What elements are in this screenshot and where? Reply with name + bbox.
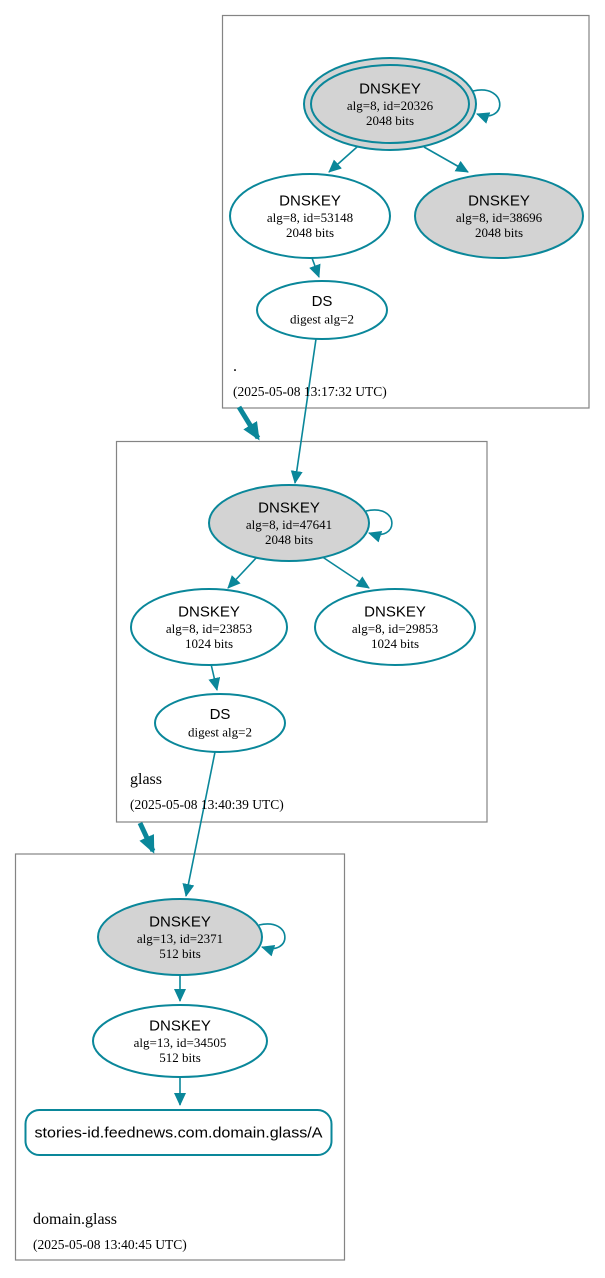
root-zsk-detail: alg=8, id=53148 [267, 210, 353, 225]
root-dnskey-38696-bits: 2048 bits [475, 225, 523, 240]
root-ksk-inner-ellipse [310, 64, 470, 144]
root-dnskey-38696-node[interactable]: DNSKEY alg=8, id=38696 2048 bits [414, 173, 584, 259]
glass-ksk-detail: alg=8, id=47641 [246, 517, 332, 532]
domain-glass-zsk-bits: 512 bits [159, 1050, 201, 1065]
root-ksk-outer-ellipse [303, 57, 477, 151]
rrset-node[interactable]: stories-id.feednews.com.domain.glass/A [24, 1109, 333, 1156]
glass-zsk-bits: 1024 bits [185, 636, 233, 651]
rrset-label: stories-id.feednews.com.domain.glass/A [35, 1126, 323, 1142]
glass-dnskey-29853-detail: alg=8, id=29853 [352, 621, 438, 636]
root-zsk-title: DNSKEY [279, 193, 341, 210]
zone-name-root: . [233, 358, 237, 375]
domain-glass-ksk-detail: alg=13, id=2371 [137, 931, 223, 946]
zone-box-root [221, 14, 590, 409]
glass-ksk-title: DNSKEY [258, 500, 320, 517]
edge-glass-ksk-to-key2 [320, 555, 370, 589]
domain-glass-zsk-dnskey-node[interactable]: DNSKEY alg=13, id=34505 512 bits [92, 1004, 268, 1078]
zone-timestamp-glass: (2025-05-08 13:40:39 UTC) [130, 797, 284, 812]
glass-ksk-bits: 2048 bits [265, 532, 313, 547]
zone-box-domain-glass [14, 853, 346, 1261]
glass-ds-node[interactable]: DS digest alg=2 [154, 693, 286, 753]
edge-glass-zsk-to-ds [208, 663, 221, 691]
edge-glass-ksk-to-zsk [227, 555, 259, 589]
glass-zsk-dnskey-node[interactable]: DNSKEY alg=8, id=23853 1024 bits [130, 588, 288, 666]
domain-glass-ksk-ellipse [97, 898, 263, 976]
root-ds-node[interactable]: DS digest alg=2 [256, 280, 388, 340]
edge-glass-to-domain-delegation [137, 821, 156, 854]
edge-root-ds-to-glass-ksk [290, 338, 317, 484]
glass-ds-title: DS [210, 706, 231, 723]
zone-timestamp-domain-glass: (2025-05-08 13:40:45 UTC) [33, 1237, 187, 1252]
domain-glass-ksk-dnskey-node[interactable]: DNSKEY alg=13, id=2371 512 bits [97, 898, 263, 976]
glass-dnskey-29853-node[interactable]: DNSKEY alg=8, id=29853 1024 bits [314, 588, 476, 666]
edge-root-ksk-to-zsk [328, 146, 358, 173]
root-ds-detail: digest alg=2 [290, 312, 354, 327]
edge-glass-ksk-self-loop [365, 509, 393, 543]
rrset-rect [24, 1109, 333, 1156]
edge-root-ksk-self-loop [472, 89, 501, 124]
glass-dnskey-29853-ellipse [314, 588, 476, 666]
root-ksk-bits: 2048 bits [366, 113, 414, 128]
domain-glass-zsk-title: DNSKEY [149, 1018, 211, 1035]
domain-glass-ksk-bits: 512 bits [159, 946, 201, 961]
domain-glass-zsk-ellipse [92, 1004, 268, 1078]
root-ds-title: DS [312, 293, 333, 310]
glass-zsk-title: DNSKEY [178, 604, 240, 621]
zone-name-glass: glass [130, 771, 162, 788]
glass-dnskey-29853-bits: 1024 bits [371, 636, 419, 651]
root-zsk-dnskey-node[interactable]: DNSKEY alg=8, id=53148 2048 bits [229, 173, 391, 259]
edge-root-ksk-to-key2 [423, 146, 469, 173]
root-dnskey-38696-ellipse [414, 173, 584, 259]
glass-ds-ellipse [154, 693, 286, 753]
root-ksk-detail: alg=8, id=20326 [347, 98, 434, 113]
root-zsk-ellipse [229, 173, 391, 259]
root-ksk-dnskey-node[interactable]: DNSKEY alg=8, id=20326 2048 bits [303, 57, 477, 151]
domain-glass-zsk-detail: alg=13, id=34505 [134, 1035, 227, 1050]
glass-dnskey-29853-title: DNSKEY [364, 604, 426, 621]
glass-ds-detail: digest alg=2 [188, 725, 252, 740]
glass-ksk-ellipse [208, 484, 370, 562]
edge-root-to-glass-delegation [236, 405, 261, 441]
root-ksk-title: DNSKEY [359, 81, 421, 98]
edge-glass-ds-to-domain-ksk [182, 751, 216, 897]
root-dnskey-38696-detail: alg=8, id=38696 [456, 210, 543, 225]
root-zsk-bits: 2048 bits [286, 225, 334, 240]
domain-glass-ksk-title: DNSKEY [149, 914, 211, 931]
edge-domain-ksk-self-loop [258, 923, 286, 957]
glass-zsk-ellipse [130, 588, 288, 666]
edge-root-zsk-to-ds [309, 257, 321, 278]
zone-timestamp-root: (2025-05-08 13:17:32 UTC) [233, 384, 387, 399]
root-ds-ellipse [256, 280, 388, 340]
glass-ksk-dnskey-node[interactable]: DNSKEY alg=8, id=47641 2048 bits [208, 484, 370, 562]
zone-name-domain-glass: domain.glass [33, 1211, 117, 1228]
root-dnskey-38696-title: DNSKEY [468, 193, 530, 210]
glass-zsk-detail: alg=8, id=23853 [166, 621, 252, 636]
